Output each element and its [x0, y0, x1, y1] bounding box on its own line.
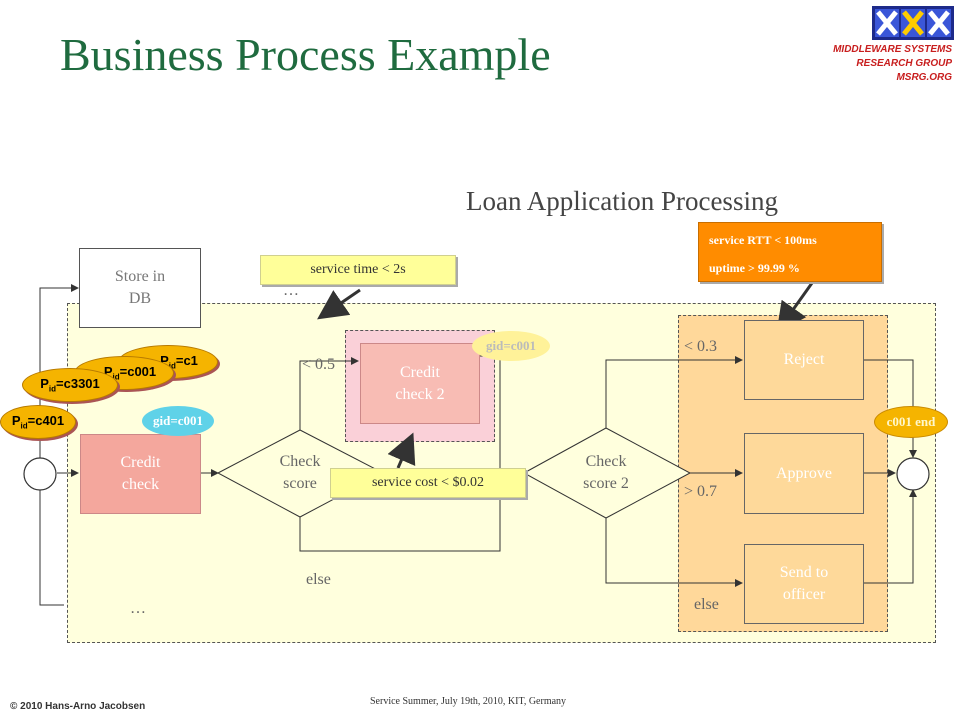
- ellipsis-top: …: [283, 282, 299, 299]
- node-store-db: Store in DB: [79, 248, 201, 328]
- node-reject-label: Reject: [783, 351, 825, 368]
- node-credit-check-2: Credit check 2: [360, 343, 480, 424]
- edge-label-gt-07: > 0.7: [684, 483, 718, 500]
- diamonds: [216, 427, 692, 519]
- pid-token-c401: Pid=c401: [0, 405, 76, 439]
- logo-line-2: RESEARCH GROUP: [856, 58, 952, 69]
- logo-line-1: MIDDLEWARE SYSTEMS: [833, 44, 952, 55]
- footer-copyright: © 2010 Hans-Arno Jacobsen: [10, 701, 146, 712]
- node-approve: Approve: [744, 433, 864, 514]
- note-uptime: uptime > 99.99 %: [709, 261, 800, 275]
- note-service-cost: service cost < $0.02: [330, 468, 526, 498]
- node-check-score: Check score: [279, 453, 321, 492]
- logo-line-3: MSRG.ORG: [896, 72, 952, 83]
- node-send-officer-label: Send to officer: [779, 564, 829, 603]
- edge-label-else-2: else: [694, 596, 719, 613]
- diagram-subtitle: Loan Application Processing: [466, 186, 778, 216]
- edge-label-lt-03: < 0.3: [684, 338, 718, 355]
- tag-gid-credit-check: gid=c001: [142, 406, 214, 436]
- node-credit-check: Credit check: [80, 434, 201, 514]
- edge-label-lt-05: < 0.5: [302, 356, 336, 373]
- slide-title: Business Process Example: [60, 29, 551, 80]
- node-credit-check-label: Credit check: [120, 454, 161, 493]
- node-credit-check-2-label: Credit check 2: [395, 363, 445, 403]
- node-store-db-label: Store in DB: [114, 268, 166, 307]
- edge-label-else-1: else: [306, 571, 331, 588]
- ellipsis-bottom: …: [130, 600, 146, 617]
- node-approve-label: Approve: [776, 464, 832, 482]
- tag-gid-credit-check-2: gid=c001: [472, 331, 550, 361]
- node-send-officer: Send to officer: [744, 544, 864, 624]
- note-sla: service RTT < 100ms uptime > 99.99 %: [698, 222, 882, 282]
- tag-c001-end: c001 end: [874, 406, 948, 438]
- note-service-rtt: service RTT < 100ms: [709, 233, 817, 247]
- node-check-score-2: Check score 2: [583, 453, 629, 492]
- footer-event: Service Summer, July 19th, 2010, KIT, Ge…: [370, 696, 567, 707]
- note-service-time: service time < 2s: [260, 255, 456, 285]
- pid-token-c3301: Pid=c3301: [22, 368, 118, 402]
- msrg-logo-icon: [872, 6, 954, 40]
- node-reject: Reject: [744, 320, 864, 400]
